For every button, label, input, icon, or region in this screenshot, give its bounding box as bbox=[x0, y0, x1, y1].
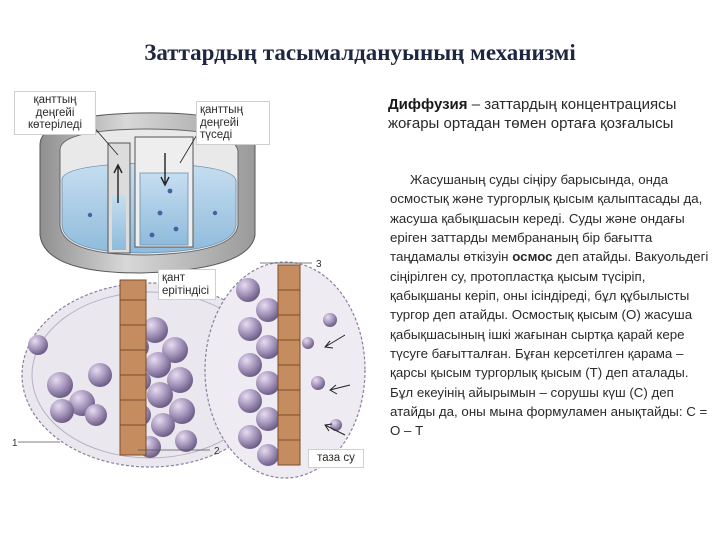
osmosis-paragraph: Жасушаның суды сіңіру барысында, онда ос… bbox=[390, 170, 715, 441]
number-2: 2 bbox=[214, 446, 220, 457]
osmosis-diagram: 1 2 3 қанттың деңгейі көтеріледі қанттың… bbox=[0, 85, 380, 540]
definition-term: Диффузия bbox=[388, 96, 468, 113]
osmometer-vessel bbox=[39, 112, 256, 274]
paragraph-part-1: Жасушаның суды сіңіру барысында, онда ос… bbox=[390, 172, 703, 265]
number-3: 3 bbox=[316, 259, 322, 270]
callout-clean-water: таза су bbox=[308, 449, 364, 468]
membrane-strips bbox=[119, 264, 301, 466]
definition-text: – заттардың концентрациясы жоғары ортада… bbox=[388, 96, 677, 132]
callout-sugar-solution: қант ерітіндісі bbox=[158, 269, 216, 300]
paragraph-part-2: деп атайды. Вакуольдегі сіңірілген су, п… bbox=[390, 249, 709, 439]
number-1: 1 bbox=[12, 438, 18, 449]
osmosis-illustration: 1 2 3 bbox=[12, 112, 366, 479]
paragraph-term-osmos: осмос bbox=[512, 249, 553, 265]
page-title: Заттардың тасымалдануының механизмі bbox=[144, 40, 576, 65]
callout-sugar-level-falls: қанттың деңгейі түседі bbox=[196, 101, 270, 145]
diffusion-definition: Диффузия – заттардың концентрациясы жоға… bbox=[388, 95, 713, 133]
callout-sugar-level-rises: қанттың деңгейі көтеріледі bbox=[14, 91, 96, 135]
